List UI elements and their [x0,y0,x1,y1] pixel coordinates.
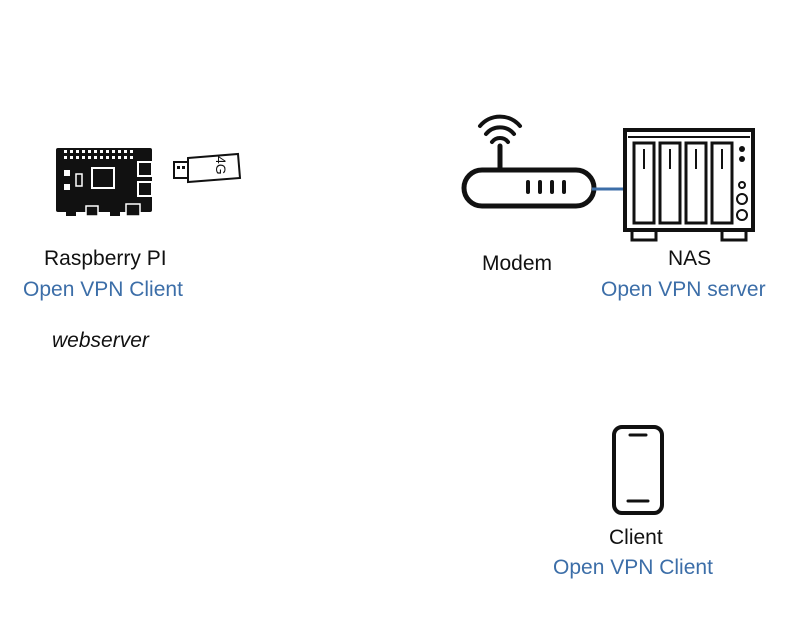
smartphone-icon [612,425,664,515]
modem-nas-connection [592,187,626,191]
raspberry-role: webserver [52,329,149,352]
raspberry-pi-board-icon [56,148,153,217]
raspberry-title: Raspberry PI [44,247,167,270]
modem-router-icon [461,114,597,209]
modem-title: Modem [482,252,553,275]
nas-subtitle: Open VPN server [601,278,766,301]
client-subtitle: Open VPN Client [553,556,713,579]
raspberry-subtitle: Open VPN Client [23,278,183,301]
client-title: Client [609,526,663,549]
nas-server-icon [623,128,755,242]
usb-4g-dongle-icon: 4G [173,152,242,184]
nas-title: NAS [668,247,712,270]
dongle-label: 4G [213,156,229,175]
